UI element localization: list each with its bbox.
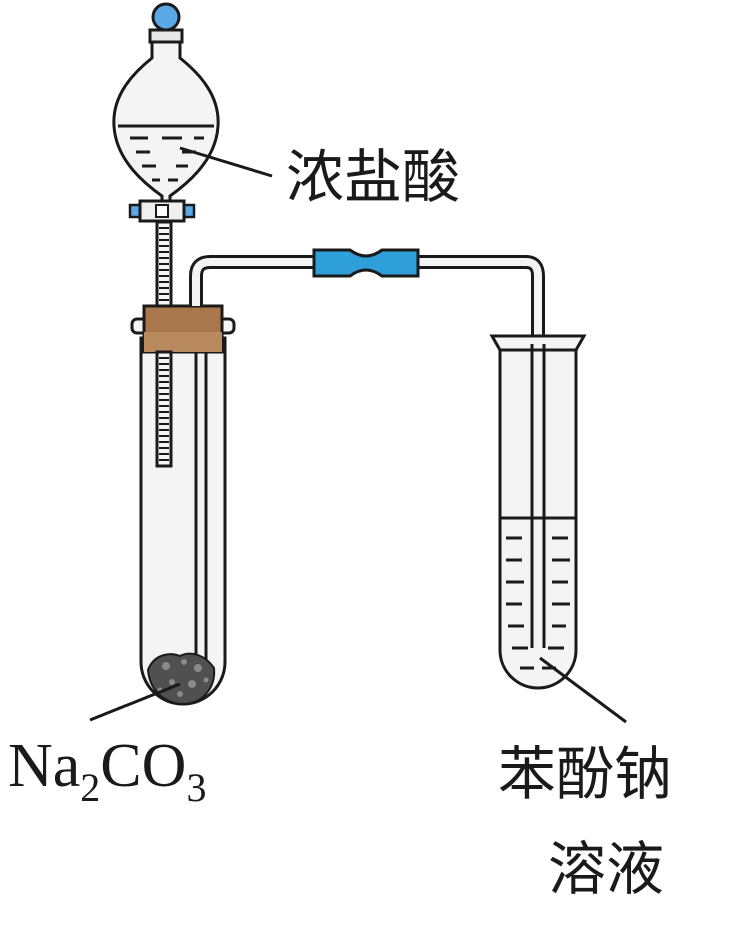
rubber-joint <box>312 248 420 278</box>
label-sodium-phenoxide-line1: 苯酚钠 <box>498 740 673 808</box>
right-tube-lip <box>489 334 587 352</box>
funnel-bulb <box>112 40 220 206</box>
tube-outer <box>189 255 545 648</box>
label-concentrated-hcl: 浓盐酸 <box>286 143 461 211</box>
funnel-stopper-knob <box>151 2 181 32</box>
stopcock-bore <box>155 204 169 218</box>
right-test-tube <box>489 334 587 690</box>
funnel-stopper <box>148 28 184 44</box>
formula-subscript-3: 3 <box>186 765 207 811</box>
funnel-stem-lower <box>155 350 173 468</box>
left-tube-body <box>139 336 227 706</box>
label-sodium-phenoxide-line2: 溶液 <box>548 835 665 903</box>
solid-texture <box>157 659 209 697</box>
connecting-tube <box>189 248 546 656</box>
formula-subscript-2: 2 <box>80 765 101 811</box>
formula-co: CO <box>100 732 187 800</box>
left-test-tube <box>130 304 236 706</box>
solution-lines <box>506 536 570 670</box>
leader-line-solution <box>539 656 627 724</box>
label-sodium-carbonate: Na2CO3 <box>8 735 206 808</box>
formula-na: Na <box>8 732 81 800</box>
right-tube-body <box>498 342 578 690</box>
funnel-liquid-lines <box>118 124 214 182</box>
separatory-funnel <box>112 2 220 308</box>
leader-line-acid <box>179 146 273 178</box>
leader-line-solid <box>89 682 181 722</box>
tube-inner <box>192 258 542 648</box>
rubber-stopper-lower <box>144 332 222 352</box>
